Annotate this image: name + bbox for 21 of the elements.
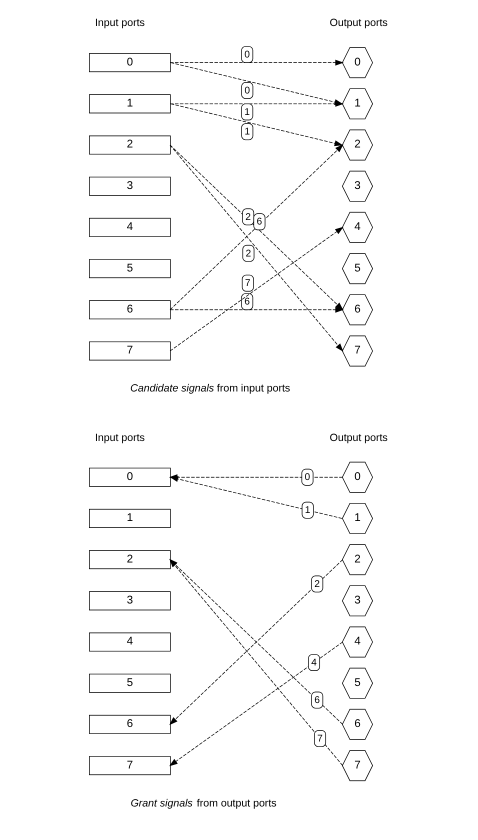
edge-label: 0	[244, 49, 250, 60]
label: Input ports	[94, 17, 144, 30]
edge-label: 7	[316, 734, 322, 745]
label: Output ports	[329, 432, 388, 444]
edge-label: 2	[314, 578, 320, 590]
edge-label: 2	[245, 248, 251, 260]
label: Output ports	[329, 17, 388, 30]
edge-label: 6	[256, 216, 262, 228]
edge-label: 7	[244, 278, 250, 290]
label: Input ports	[94, 432, 144, 444]
edge-label: 6	[314, 695, 320, 706]
edge-label: 2	[244, 212, 250, 223]
label: Candidate signals from input ports	[130, 382, 290, 395]
edge-label: 1	[244, 126, 250, 138]
edge-label: 1	[304, 505, 310, 516]
edge-label: 4	[310, 657, 316, 668]
edge-label: 6	[244, 296, 250, 308]
label: Grant signals from output ports	[130, 797, 276, 810]
edge-label: 1	[244, 106, 250, 118]
edge-label: 0	[244, 85, 250, 96]
edge-label: 0	[304, 472, 310, 484]
